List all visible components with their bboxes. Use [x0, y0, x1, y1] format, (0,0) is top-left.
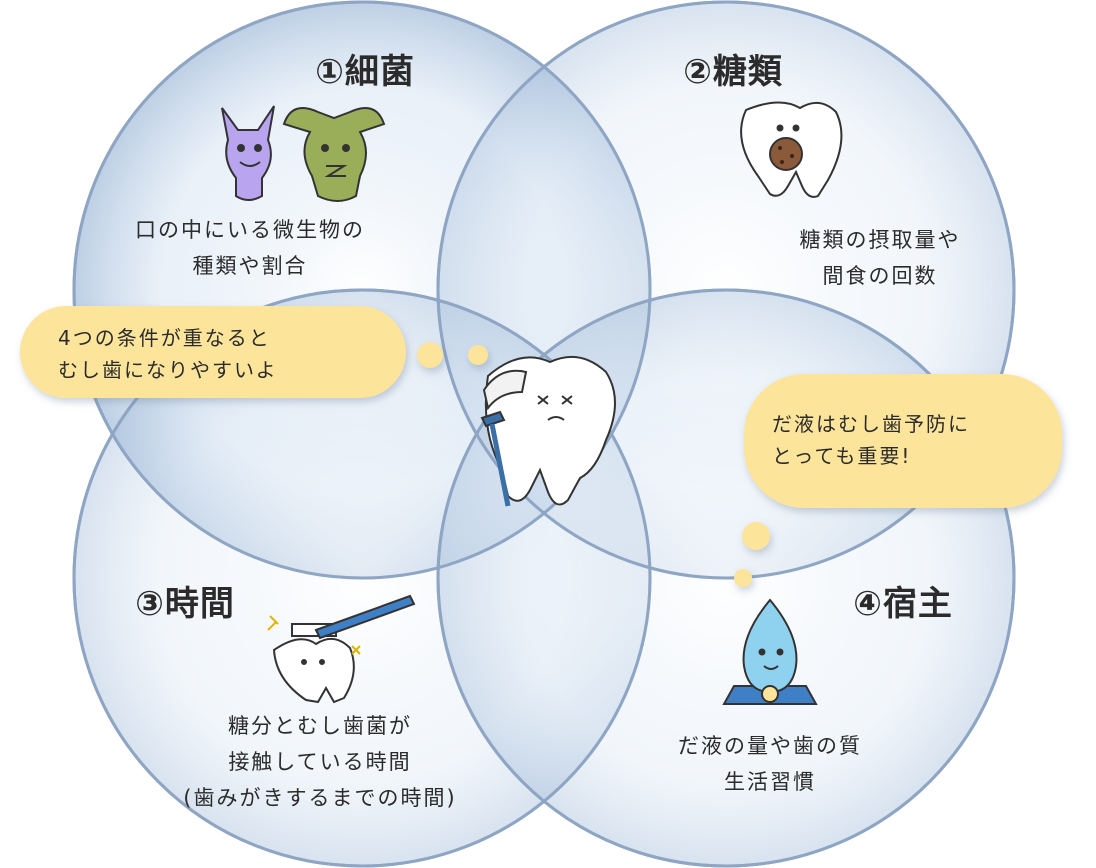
- toothbrush-tooth-icon: [267, 594, 416, 704]
- factor-title-bacteria: ①細菌: [315, 52, 415, 92]
- tooth-with-cookie-icon: [740, 101, 843, 198]
- bandaged-tooth-icon: [480, 355, 616, 507]
- desc-line: 接触している時間: [228, 750, 412, 774]
- speech-bubble-right: [734, 374, 1062, 587]
- factor-title-sugar: ②糖類: [683, 52, 783, 92]
- desc-line: 糖類の摂取量や: [799, 228, 961, 252]
- speech-bubble-left: [20, 306, 488, 398]
- desc-line: 口の中にいる微生物の: [135, 218, 365, 242]
- factor-title-time: ③時間: [135, 584, 235, 624]
- purple-germ-icon: [221, 105, 275, 201]
- desc-line: 間食の回数: [822, 264, 938, 288]
- bubble-line: とっても重要!: [772, 444, 912, 468]
- speech-bubble-left-text: 4つの条件が重なると むし歯になりやすいよ: [58, 322, 278, 386]
- green-germ-icon: [282, 107, 386, 202]
- desc-line: だ液の量や歯の質: [678, 734, 862, 758]
- bubble-line: 4つの条件が重なると: [58, 326, 271, 350]
- speech-bubble-right-text: だ液はむし歯予防に とっても重要!: [772, 408, 970, 472]
- desc-line: 生活習慣: [724, 770, 816, 794]
- factor-desc-host: だ液の量や歯の質 生活習慣: [630, 728, 910, 800]
- desc-line: (歯みがきするまでの時間): [183, 786, 457, 810]
- factor-desc-time: 糖分とむし歯菌が 接触している時間 (歯みがきするまでの時間): [150, 708, 490, 816]
- factor-title-host: ④宿主: [853, 584, 953, 624]
- saliva-hero-icon: [722, 598, 818, 705]
- bubble-line: だ液はむし歯予防に: [772, 412, 970, 436]
- desc-line: 種類や割合: [192, 254, 308, 278]
- desc-line: 糖分とむし歯菌が: [228, 714, 412, 738]
- factor-desc-sugar: 糖類の摂取量や 間食の回数: [760, 222, 1000, 294]
- bubble-line: むし歯になりやすいよ: [58, 358, 278, 382]
- factor-desc-bacteria: 口の中にいる微生物の 種類や割合: [90, 212, 410, 284]
